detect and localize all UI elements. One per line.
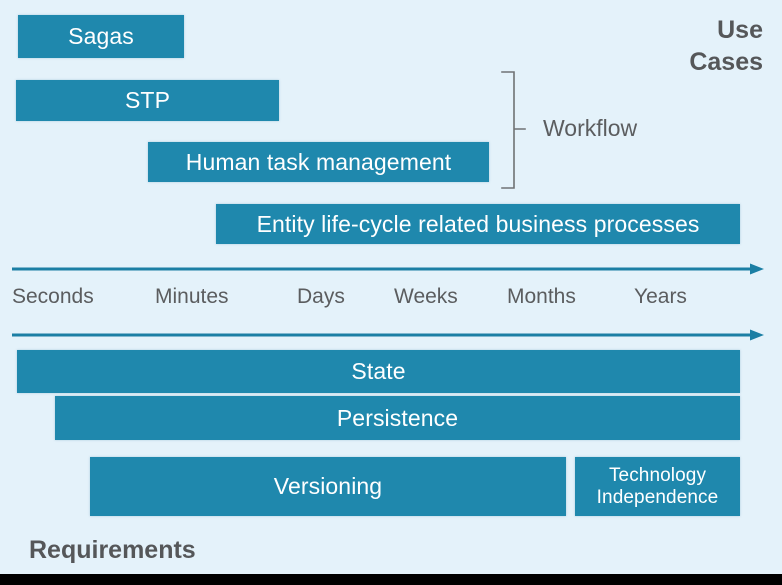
use-case-bar-sagas[interactable]: Sagas	[18, 15, 184, 58]
requirement-bar-persistence[interactable]: Persistence	[55, 396, 740, 440]
use-cases-title-line-1: Use	[717, 16, 763, 44]
requirement-bar-state[interactable]: State	[17, 350, 740, 393]
timeline-axis-bottom	[12, 328, 770, 342]
timeline-tick-minutes: Minutes	[155, 285, 229, 308]
requirement-bar-versioning[interactable]: Versioning	[90, 457, 566, 516]
bottom-strip	[0, 574, 782, 585]
timeline-tick-weeks: Weeks	[394, 285, 458, 308]
timeline-tick-months: Months	[507, 285, 576, 308]
technology-independence-line-1: Technology	[608, 465, 707, 487]
use-cases-title-line-2: Cases	[689, 48, 763, 76]
timeline-tick-seconds: Seconds	[12, 285, 94, 308]
use-cases-title: Use Cases	[689, 14, 763, 78]
timeline-tick-days: Days	[297, 285, 345, 308]
requirements-title: Requirements	[29, 536, 196, 564]
timeline-tick-labels: Seconds Minutes Days Weeks Months Years	[0, 285, 782, 315]
workflow-bracket-group: Workflow	[500, 70, 700, 192]
technology-independence-line-2: Independence	[596, 486, 719, 508]
requirement-bar-technology-independence[interactable]: Technology Independence	[575, 457, 740, 516]
timeline-axis-top	[12, 262, 770, 276]
timeline-tick-years: Years	[634, 285, 687, 308]
workflow-bracket-icon	[501, 71, 526, 189]
timeline-arrow-top-icon	[12, 263, 764, 275]
use-case-bar-human-task-management[interactable]: Human task management	[148, 142, 489, 182]
timeline-arrow-bottom-icon	[12, 329, 764, 341]
use-case-bar-entity-life-cycle[interactable]: Entity life-cycle related business proce…	[216, 204, 740, 244]
use-case-bar-stp[interactable]: STP	[16, 80, 279, 121]
workflow-label: Workflow	[543, 115, 638, 141]
